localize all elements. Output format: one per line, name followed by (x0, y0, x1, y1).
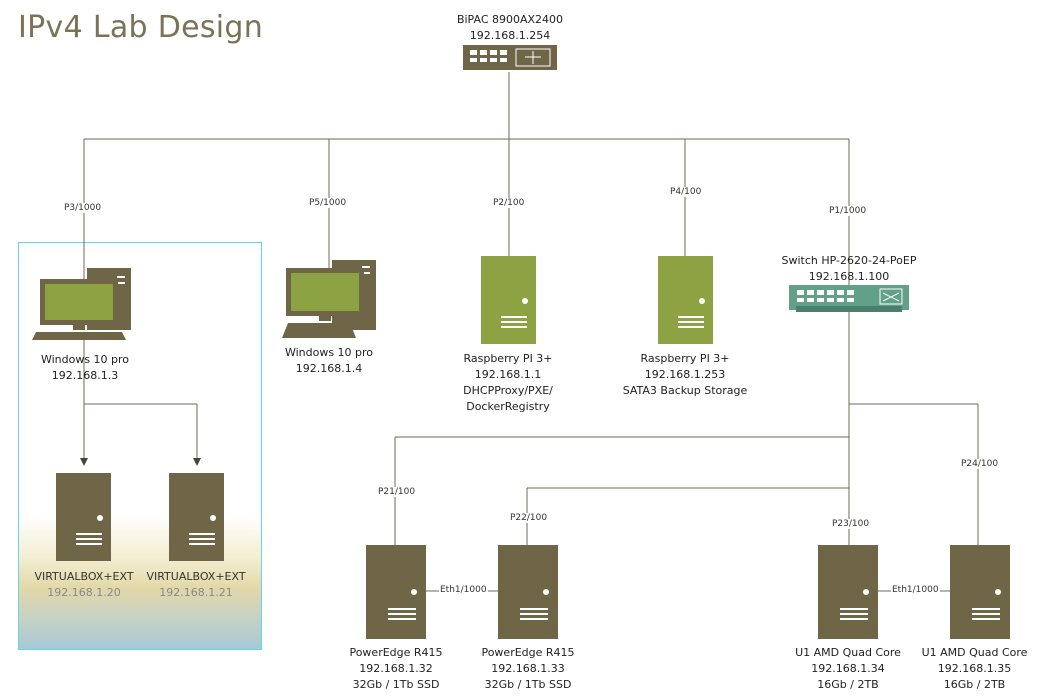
vm-server-icon (56, 473, 111, 561)
server-icon (950, 545, 1010, 639)
srv1-ip: 192.168.1.32 (359, 662, 433, 675)
srv2-name: PowerEdge R415 (481, 646, 575, 659)
server-icon (366, 545, 426, 639)
rpi1-role: DockerRegistry (466, 400, 550, 413)
router-name: BiPAC 8900AX2400 (456, 13, 564, 26)
srv4-spec: 16Gb / 2TB (943, 678, 1006, 691)
rpi1-name: Raspberry PI 3+ (463, 352, 553, 365)
vm-server-icon (169, 473, 224, 561)
pc1-name: Windows 10 pro (40, 353, 130, 366)
rpi2-name: Raspberry PI 3+ (640, 352, 730, 365)
eth-link-label: Eth1/1000 (439, 585, 488, 595)
port-label: P22/100 (509, 513, 549, 523)
router-ip: 192.168.1.254 (469, 29, 551, 42)
router-icon (463, 45, 557, 70)
switch-icon (789, 285, 909, 312)
vm1-ip: 192.168.1.20 (47, 586, 121, 599)
vm1-label: VIRTUALBOX+EXT 192.168.1.20 (28, 569, 140, 601)
srv2-spec: 32Gb / 1Tb SSD (484, 678, 572, 691)
port-label: P23/100 (831, 519, 871, 529)
pc1-label: Windows 10 pro 192.168.1.3 (20, 352, 150, 384)
srv3-ip: 192.168.1.34 (811, 662, 885, 675)
pc2-ip: 192.168.1.4 (295, 362, 363, 375)
switch-name: Switch HP-2620-24-PoEP (781, 254, 917, 267)
router-label: BiPAC 8900AX2400 192.168.1.254 (440, 12, 580, 44)
srv3-spec: 16Gb / 2TB (817, 678, 879, 691)
vm2-name: VIRTUALBOX+EXT (146, 570, 246, 583)
srv2-ip: 192.168.1.33 (491, 662, 565, 675)
page-title: IPv4 Lab Design (18, 10, 264, 45)
server-icon (498, 545, 558, 639)
srv1-label: PowerEdge R415 192.168.1.32 32Gb / 1Tb S… (336, 645, 456, 693)
port-label: P3/1000 (63, 203, 103, 213)
rpi2-label: Raspberry PI 3+ 192.168.1.253 SATA3 Back… (610, 351, 760, 399)
switch-label: Switch HP-2620-24-PoEP 192.168.1.100 (769, 253, 929, 285)
srv4-label: U1 AMD Quad Core 192.168.1.35 16Gb / 2TB (912, 645, 1037, 693)
port-label: P2/100 (492, 198, 526, 208)
switch-ip: 192.168.1.100 (808, 270, 890, 283)
rpi2-ip: 192.168.1.253 (644, 368, 726, 381)
pc1-ip: 192.168.1.3 (51, 369, 119, 382)
vm2-ip: 192.168.1.21 (159, 586, 233, 599)
port-label: P1/1000 (828, 206, 868, 216)
rpi1-label: Raspberry PI 3+ 192.168.1.1 DHCPProxy/PX… (438, 351, 578, 415)
port-label: P21/100 (377, 487, 417, 497)
srv4-ip: 192.168.1.35 (937, 662, 1012, 675)
desktop-pc-icon (32, 268, 131, 340)
desktop-pc-icon (282, 260, 376, 338)
srv2-label: PowerEdge R415 192.168.1.33 32Gb / 1Tb S… (468, 645, 588, 693)
srv4-name: U1 AMD Quad Core (921, 646, 1028, 659)
raspberry-pi-server-icon (481, 256, 536, 344)
pc2-label: Windows 10 pro 192.168.1.4 (264, 345, 394, 377)
srv1-name: PowerEdge R415 (349, 646, 443, 659)
srv3-name: U1 AMD Quad Core (795, 646, 901, 659)
raspberry-pi-server-icon (658, 256, 713, 344)
rpi1-ip: 192.168.1.1 (474, 368, 542, 381)
rpi2-role: SATA3 Backup Storage (622, 384, 748, 397)
srv1-spec: 32Gb / 1Tb SSD (352, 678, 440, 691)
port-label: P4/100 (669, 187, 703, 197)
port-label: P24/100 (960, 459, 1000, 469)
pc2-name: Windows 10 pro (284, 346, 374, 359)
server-icon (818, 545, 878, 639)
eth-link-label: Eth1/1000 (891, 585, 940, 595)
vm2-label: VIRTUALBOX+EXT 192.168.1.21 (140, 569, 252, 601)
rpi1-role: DHCPProxy/PXE/ (463, 384, 553, 397)
srv3-label: U1 AMD Quad Core 192.168.1.34 16Gb / 2TB (783, 645, 913, 693)
port-label: P5/1000 (308, 198, 348, 208)
vm1-name: VIRTUALBOX+EXT (34, 570, 134, 583)
